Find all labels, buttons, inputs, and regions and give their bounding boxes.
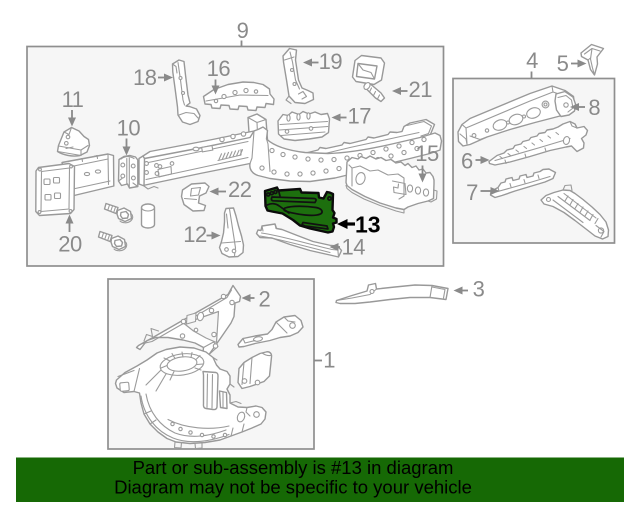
svg-text:3: 3 <box>473 277 485 302</box>
svg-text:1: 1 <box>323 348 335 373</box>
svg-text:12: 12 <box>183 222 207 247</box>
svg-text:9: 9 <box>237 18 249 43</box>
svg-text:11: 11 <box>62 87 84 112</box>
svg-text:15: 15 <box>415 141 439 166</box>
svg-text:21: 21 <box>408 77 432 102</box>
svg-text:7: 7 <box>466 180 478 205</box>
svg-text:13: 13 <box>355 212 381 238</box>
svg-text:22: 22 <box>228 177 252 202</box>
svg-text:2: 2 <box>259 287 271 312</box>
svg-text:10: 10 <box>117 116 141 141</box>
svg-text:14: 14 <box>341 235 365 260</box>
svg-text:6: 6 <box>461 148 473 173</box>
svg-text:8: 8 <box>588 95 600 120</box>
svg-text:4: 4 <box>526 48 538 73</box>
svg-text:Part or sub-assembly is #13 in: Part or sub-assembly is #13 in diagram <box>133 457 454 478</box>
svg-text:5: 5 <box>557 51 569 76</box>
svg-text:19: 19 <box>319 49 343 74</box>
svg-text:Diagram may not be specific to: Diagram may not be specific to your vehi… <box>114 477 472 498</box>
svg-text:17: 17 <box>347 104 371 129</box>
svg-text:18: 18 <box>133 65 157 90</box>
svg-text:16: 16 <box>207 56 231 81</box>
svg-text:20: 20 <box>58 232 82 257</box>
